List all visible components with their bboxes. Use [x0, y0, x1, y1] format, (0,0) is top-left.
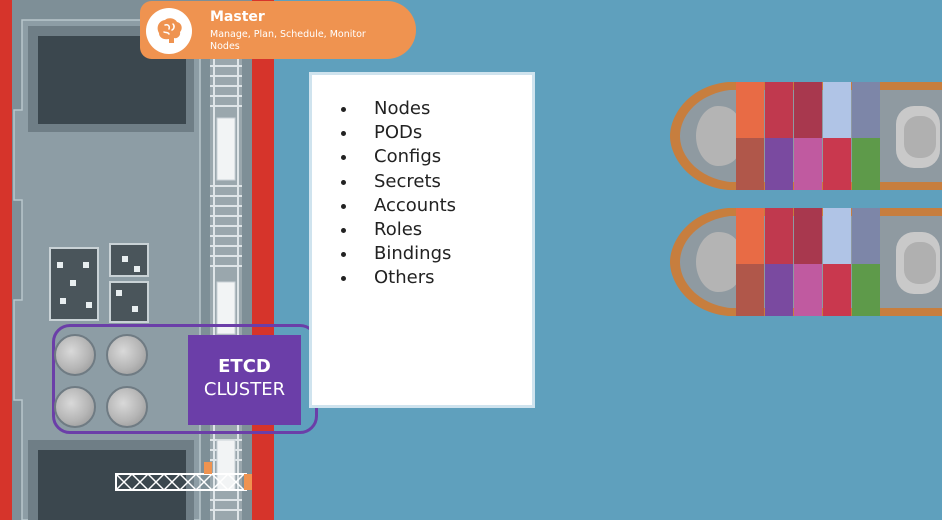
- container-stack: [736, 208, 880, 316]
- resource-panel: Nodes PODs Configs Secrets Accounts Role…: [309, 72, 535, 408]
- etcd-cluster-label: ETCD CLUSTER: [188, 335, 301, 425]
- list-item-label: Nodes: [374, 98, 431, 119]
- list-item-label: Secrets: [374, 170, 441, 192]
- list-item: Nodes: [338, 97, 456, 121]
- list-item: Secrets: [338, 170, 456, 194]
- list-item: Accounts: [338, 194, 456, 218]
- master-badge: Master Manage, Plan, Schedule, Monitor N…: [140, 1, 416, 59]
- brain-icon: [146, 8, 192, 54]
- list-item-label: Bindings: [374, 243, 452, 265]
- etcd-label-line1: ETCD: [218, 356, 271, 377]
- cargo-ship-top: [670, 82, 942, 190]
- storage-tank: [54, 386, 96, 428]
- list-item-label: Others: [374, 267, 435, 289]
- crane: [115, 462, 252, 492]
- bullet-icon: [341, 227, 346, 233]
- bullet-icon: [341, 203, 346, 209]
- bullet-icon: [341, 276, 346, 282]
- dock-illustration: [0, 0, 274, 520]
- dock-red-border: [252, 0, 274, 520]
- list-item-label: Roles: [374, 218, 423, 240]
- bullet-icon: [341, 131, 346, 137]
- list-item-label: Accounts: [374, 194, 457, 216]
- dock-red-edge: [0, 0, 12, 520]
- storage-tank: [106, 386, 148, 428]
- list-item: Bindings: [338, 242, 456, 266]
- list-item: PODs: [338, 121, 456, 145]
- bullet-icon: [341, 179, 346, 185]
- list-item: Configs: [338, 145, 456, 169]
- small-buildings: [49, 243, 149, 323]
- container-stack: [736, 82, 880, 190]
- storage-tank: [54, 334, 96, 376]
- bullet-icon: [341, 107, 346, 112]
- list-item-label: PODs: [374, 122, 423, 144]
- master-description: Manage, Plan, Schedule, Monitor Nodes: [210, 29, 366, 52]
- etcd-label-line2: CLUSTER: [203, 379, 286, 400]
- railway-track: [210, 58, 242, 520]
- resource-list: Nodes PODs Configs Secrets Accounts Role…: [338, 97, 456, 291]
- list-item: Roles: [338, 218, 456, 242]
- bullet-icon: [341, 155, 346, 161]
- bullet-icon: [341, 252, 346, 258]
- list-item-label: Configs: [374, 146, 442, 168]
- cargo-ship-bottom: [670, 208, 942, 316]
- storage-tank: [106, 334, 148, 376]
- list-item: Others: [338, 266, 456, 290]
- master-title: Master: [210, 9, 265, 25]
